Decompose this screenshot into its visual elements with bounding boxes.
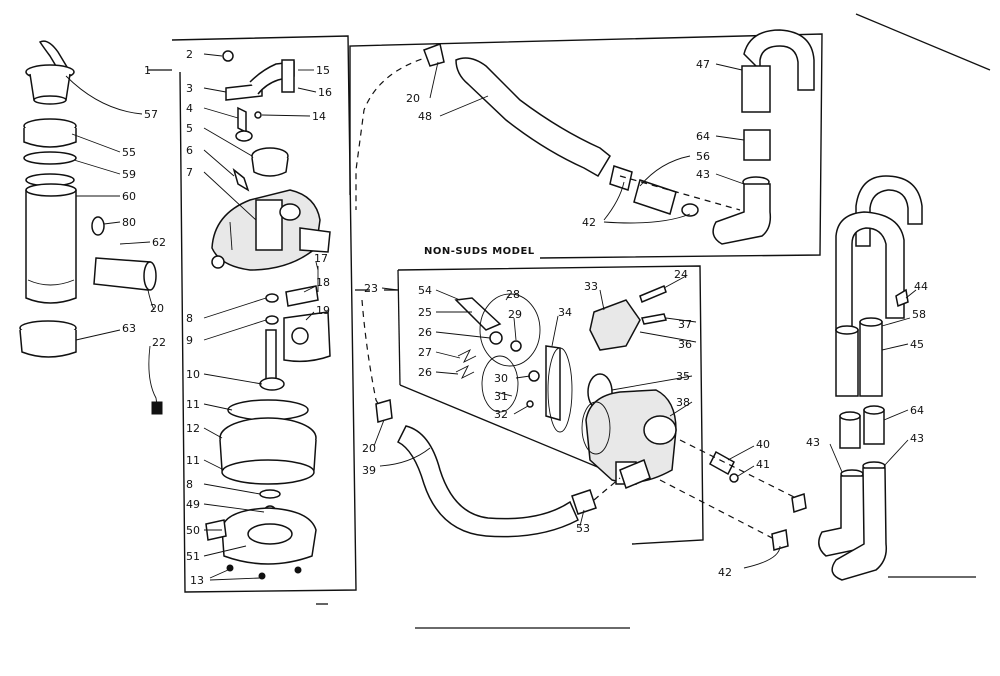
- tube-62: [93, 257, 151, 291]
- non-suds-frame: [397, 265, 704, 545]
- callout-1: 1: [144, 64, 151, 77]
- frame-lines: [148, 13, 991, 629]
- filter-cylinder-60: [25, 190, 77, 304]
- lower-hose-parts: [361, 299, 621, 538]
- callout-42-lower: 42: [718, 566, 732, 579]
- callout-38: 38: [676, 396, 690, 409]
- callout-25: 25: [418, 306, 432, 319]
- callout-11: 11: [186, 398, 200, 411]
- callout-58: 58: [912, 308, 926, 321]
- left-column-parts: [19, 40, 163, 415]
- callout-44: 44: [914, 280, 928, 293]
- callout-64-top: 64: [696, 130, 710, 143]
- non-suds-parts: NON-SUDS MODEL: [424, 246, 677, 490]
- callout-24: 24: [674, 268, 688, 281]
- callout-80: 80: [122, 216, 136, 229]
- callout-20-top: 20: [406, 92, 420, 105]
- j-pipe-47: [743, 29, 815, 91]
- callout-33: 33: [584, 280, 598, 293]
- callout-23: 23: [364, 282, 378, 295]
- callout-42-top: 42: [582, 216, 596, 229]
- callout-2: 2: [186, 48, 193, 61]
- callout-9: 9: [186, 334, 193, 347]
- callout-10: 10: [186, 368, 200, 381]
- callout-40: 40: [756, 438, 770, 451]
- callout-55: 55: [122, 146, 136, 159]
- callout-60: 60: [122, 190, 136, 203]
- callout-64-lower: 64: [910, 404, 924, 417]
- drain-hose-48: [455, 57, 611, 178]
- callout-51: 51: [186, 550, 200, 563]
- drain-hose-parts: [355, 29, 815, 245]
- callout-22: 22: [152, 336, 166, 349]
- callout-47: 47: [696, 58, 710, 71]
- callout-57: 57: [144, 108, 158, 121]
- callout-34: 34: [558, 306, 572, 319]
- callout-6: 6: [186, 144, 193, 157]
- callout-20-lower: 20: [362, 442, 376, 455]
- callout-18: 18: [316, 276, 330, 289]
- callout-26-lower: 26: [418, 366, 432, 379]
- center-pump-parts: [205, 50, 331, 580]
- callout-4: 4: [186, 102, 193, 115]
- callout-49: 49: [186, 498, 200, 511]
- callout-41: 41: [756, 458, 770, 471]
- callout-50: 50: [186, 524, 200, 537]
- callout-31: 31: [494, 390, 508, 403]
- j-pipe-58: [835, 211, 905, 331]
- callout-16: 16: [318, 86, 332, 99]
- pump-assembly-frame: [171, 35, 357, 593]
- callout-7: 7: [186, 166, 193, 179]
- callout-48: 48: [418, 110, 432, 123]
- callout-3: 3: [186, 82, 193, 95]
- callout-62: 62: [152, 236, 166, 249]
- callout-37: 37: [678, 318, 692, 331]
- callout-39: 39: [362, 464, 376, 477]
- callout-36: 36: [678, 338, 692, 351]
- callout-26: 26: [418, 326, 432, 339]
- callout-56: 56: [696, 150, 710, 163]
- callout-5: 5: [186, 122, 193, 135]
- callout-11-lower: 11: [186, 454, 200, 467]
- callout-12: 12: [186, 422, 200, 435]
- callout-14: 14: [312, 110, 326, 123]
- elbow-43: [712, 183, 772, 245]
- callout-59: 59: [122, 168, 136, 181]
- callout-35: 35: [676, 370, 690, 383]
- elbow-43b: [831, 467, 888, 581]
- callout-45: 45: [910, 338, 924, 351]
- callout-15: 15: [316, 64, 330, 77]
- valve-33: [589, 299, 641, 351]
- callout-labels: 1 2 3 4 5 6 7 8 9 10 11 12 11 8 49 50 51…: [122, 48, 928, 587]
- callout-20-left: 20: [150, 302, 164, 315]
- callout-32: 32: [494, 408, 508, 421]
- callout-13: 13: [190, 574, 204, 587]
- callout-43-right: 43: [910, 432, 924, 445]
- callout-8-lower: 8: [186, 478, 193, 491]
- callout-63: 63: [122, 322, 136, 335]
- drain-hose-frame: [349, 33, 823, 259]
- standpipe-parts: [659, 175, 923, 581]
- callout-27: 27: [418, 346, 432, 359]
- callout-43-left: 43: [806, 436, 820, 449]
- lower-hose-39: [396, 425, 579, 538]
- callout-43-top: 43: [696, 168, 710, 181]
- callout-29: 29: [508, 308, 522, 321]
- callout-8: 8: [186, 312, 193, 325]
- callout-17: 17: [314, 252, 328, 265]
- callout-28: 28: [506, 288, 520, 301]
- leader-lines: [65, 53, 917, 581]
- callout-54: 54: [418, 284, 432, 297]
- callout-19: 19: [316, 304, 330, 317]
- callout-30: 30: [494, 372, 508, 385]
- callout-53: 53: [576, 522, 590, 535]
- section-caption: NON-SUDS MODEL: [424, 246, 535, 257]
